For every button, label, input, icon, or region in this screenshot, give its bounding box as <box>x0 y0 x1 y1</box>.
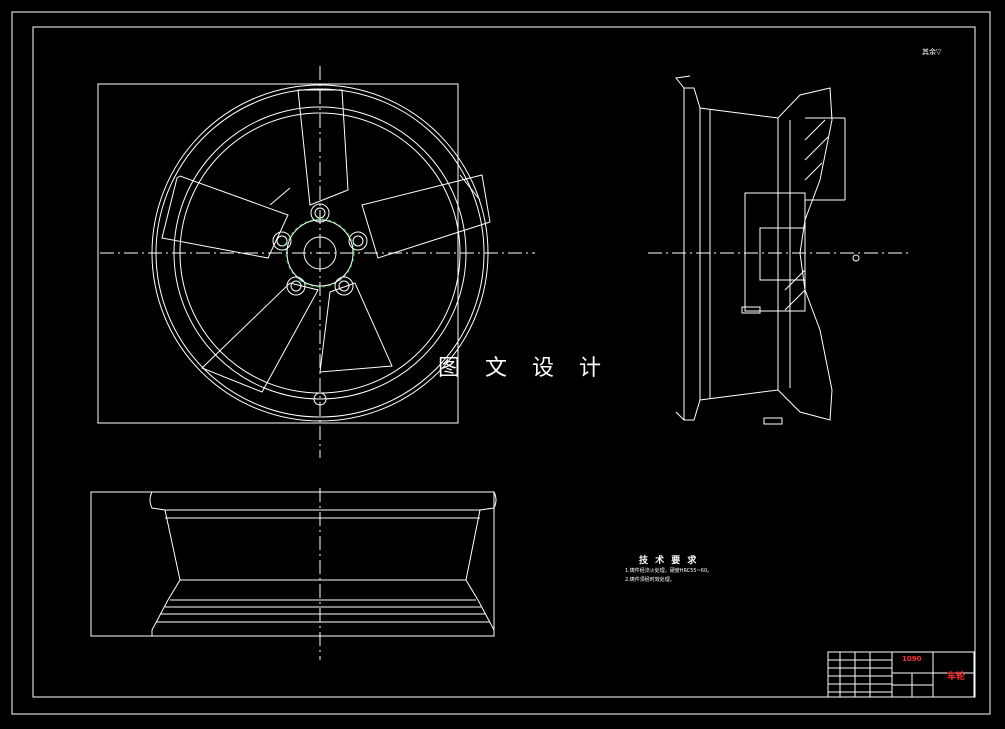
side-view-wheel <box>90 488 497 660</box>
tech-requirement-1: 1.铸件经淬火处理，硬度HRC55~60。 <box>625 568 713 574</box>
inner-frame <box>32 26 976 698</box>
watermark-text: 图 文 设 计 <box>438 356 610 381</box>
section-view-wheel <box>648 75 910 425</box>
technical-requirements: 技 术 要 求 1.铸件经淬火处理，硬度HRC55~60。 2.铸件须经时效处理… <box>625 553 712 584</box>
title-block <box>827 651 975 698</box>
surface-finish-note: 其余▽ <box>922 48 942 56</box>
tech-requirement-2: 2.铸件须经时效处理。 <box>625 577 675 583</box>
front-view-wheel <box>97 66 535 458</box>
outer-frame <box>11 11 991 715</box>
tech-requirements-title: 技 术 要 求 <box>639 556 699 566</box>
title-block-material: 1090 <box>902 655 922 663</box>
title-block-part-name: 车轮 <box>947 672 966 682</box>
